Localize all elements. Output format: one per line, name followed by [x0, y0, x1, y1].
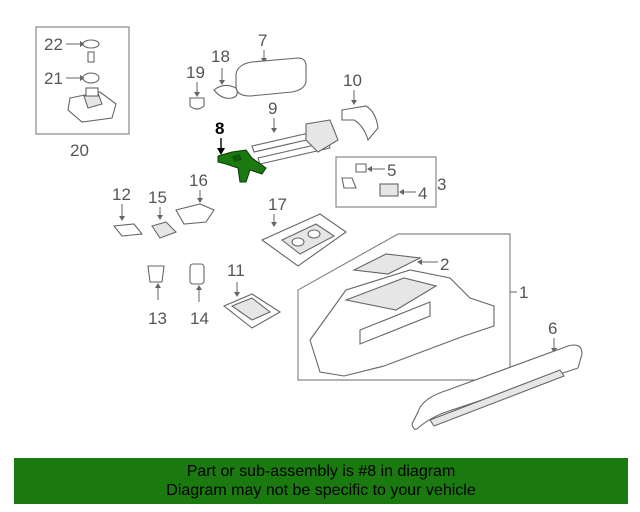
callout-5: 5 [387, 161, 396, 180]
callout-13: 13 [148, 309, 167, 328]
part-18-clip [213, 84, 238, 99]
part-21-nut [82, 72, 100, 84]
part-12-mat [112, 223, 144, 237]
callout-16: 16 [189, 171, 208, 190]
callout-20: 20 [70, 141, 89, 160]
part-9-slide-rails [251, 119, 339, 165]
part-19-clip [189, 97, 205, 110]
callout-12: 12 [112, 185, 131, 204]
part-14-cylinder [189, 263, 205, 285]
part-10-bracket [341, 105, 379, 142]
callout-2: 2 [440, 255, 449, 274]
part-22-washer [82, 39, 100, 49]
part-8-highlighted-bracket [217, 149, 267, 183]
part-6-side-trim [411, 344, 583, 430]
part-2-mat [352, 253, 422, 275]
group-20-frame [35, 26, 130, 135]
part-clip-small [341, 177, 357, 189]
callout-14: 14 [190, 309, 209, 328]
part-17-shifter-bezel [260, 213, 347, 267]
group-3-frame [335, 156, 437, 208]
callout-19: 19 [186, 63, 205, 82]
callout-18: 18 [211, 47, 230, 66]
callout-8: 8 [215, 119, 224, 138]
callout-7: 7 [258, 31, 267, 50]
callout-3: 3 [437, 175, 446, 194]
group-1-frame [297, 233, 511, 381]
callout-17: 17 [268, 195, 287, 214]
callout-9: 9 [268, 99, 277, 118]
part-15-holder [151, 221, 177, 239]
callout-4: 4 [418, 184, 427, 203]
part-13-cup [147, 265, 165, 283]
callout-22: 22 [44, 35, 63, 54]
part-bolt [87, 51, 95, 63]
callout-1: 1 [519, 283, 528, 302]
part-7-lid [235, 57, 307, 97]
part-11-module [222, 293, 282, 329]
part-5-clip [355, 163, 367, 173]
callout-15: 15 [148, 188, 167, 207]
parts-diagram: 22 21 20 19 18 7 10 9 8 3 [35, 26, 583, 430]
callout-6: 6 [548, 319, 557, 338]
part-4-switch [379, 183, 399, 197]
info-banner: Part or sub-assembly is #8 in diagram Di… [14, 458, 628, 504]
callout-11: 11 [227, 261, 245, 280]
callout-21: 21 [44, 69, 63, 88]
part-16-pad [175, 203, 215, 225]
part-20-mount [67, 87, 117, 123]
banner-line-2: Diagram may not be specific to your vehi… [166, 482, 476, 499]
callout-10: 10 [343, 71, 362, 90]
banner-line-1: Part or sub-assembly is #8 in diagram [186, 463, 456, 480]
part-1-center-console [309, 269, 495, 377]
